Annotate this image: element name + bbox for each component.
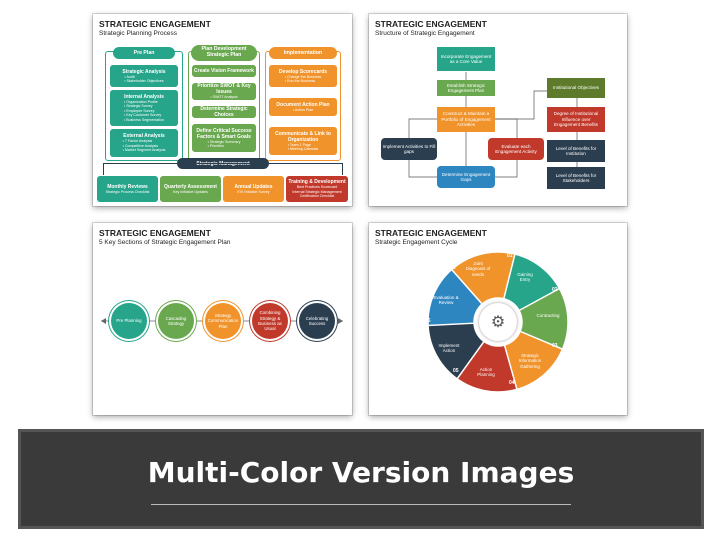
create-vision-label: Create Vision Framework — [194, 68, 254, 74]
institutional-objectives-box: Institutional Objectives — [547, 78, 605, 98]
slide-subtitle: 5 Key Sections of Strategic Engagement P… — [99, 239, 231, 246]
strategic-analysis-label: Strategic Analysis — [122, 68, 166, 75]
step-label: Pre Planning — [116, 318, 142, 324]
step-celebrating: Celebrating Success — [299, 303, 335, 339]
cycle-segment — [450, 251, 516, 306]
document-plan-label: Document Action Plan — [276, 101, 330, 108]
training-box: Training & Development Best Practices Sc… — [286, 176, 348, 202]
communicate-label: Communicate & Link to Organization — [275, 130, 331, 143]
slide-title: STRATEGIC ENGAGEMENT — [99, 228, 211, 238]
step-cascading: Cascading Strategy — [158, 303, 194, 339]
step-communication: Strategy Communication Plan — [205, 303, 241, 339]
strategic-analysis-items: • Audit • Stakeholder Objectives — [124, 74, 164, 83]
cycle-label-03: Strategic Information Gathering — [518, 352, 542, 369]
cycle-label-05: Implement Action — [438, 342, 460, 353]
cycle-label-01: Gaining Entry — [517, 271, 533, 282]
define-critical-label: Define Critical Success Factors & Smart … — [196, 127, 252, 140]
implement-box: Implement Activities to Fill gaps — [381, 138, 437, 160]
plan-dev-header: Plan Development Strategic Plan — [191, 45, 257, 61]
define-critical-items: • Strategic Summary • Priorities — [207, 139, 241, 148]
evaluate-box: Evaluate each Engagement Activity — [488, 138, 544, 160]
prioritize-box: Prioritize SWOT & Key Issues • SWOT Anal… — [192, 83, 256, 100]
cycle-num-05: 05 — [453, 368, 459, 374]
step-label: Combining Strategy & Business as Usual — [258, 310, 282, 332]
create-vision-box: Create Vision Framework — [192, 65, 256, 77]
annual-box: Annual Updates EVI Initiative Survey — [223, 176, 284, 202]
prioritize-label: Prioritize SWOT & Key Issues — [197, 83, 251, 96]
cycle-label-06: Evaluation & Review — [433, 294, 459, 305]
cycle-num-07: 07 — [451, 265, 457, 271]
step-pre-planning: Pre Planning — [111, 303, 147, 339]
monthly-review-items: Strategic Process Checklist — [105, 189, 150, 194]
management-frame-line — [103, 163, 343, 175]
slide-five-key-sections[interactable]: STRATEGIC ENGAGEMENT 5 Key Sections of S… — [93, 223, 352, 415]
step-label: Strategy Communication Plan — [207, 313, 239, 329]
annual-items: EVI Initiative Survey — [237, 189, 270, 194]
slide-subtitle: Strategic Planning Process — [99, 30, 178, 37]
implementation-header: Implementation — [269, 47, 337, 59]
external-analysis-label: External Analysis — [123, 133, 165, 140]
training-label: Training & Development — [288, 179, 346, 186]
cycle-num-03: 03 — [552, 343, 558, 349]
cycle-label-02: Contracting — [536, 313, 560, 319]
define-critical-box: Define Critical Success Factors & Smart … — [192, 124, 256, 152]
level-stakeholders-box: Level of Benefits for Stakeholders — [547, 167, 605, 189]
monthly-review-box: Monthly Reviews Strategic Process Checkl… — [97, 176, 158, 202]
develop-scorecards-items: • Change the Business • Run the Business — [284, 74, 322, 83]
slide-title: STRATEGIC ENGAGEMENT — [99, 19, 211, 29]
develop-scorecards-label: Develop Scorecards — [278, 68, 328, 75]
document-plan-box: Document Action Plan • Action Plan — [269, 98, 337, 116]
pre-plan-header: Pre Plan — [113, 47, 175, 59]
slide-title: STRATEGIC ENGAGEMENT — [375, 228, 487, 238]
level-institution-box: Level of Benefits for Institution — [547, 140, 605, 162]
strategic-analysis-box: Strategic Analysis • Audit • Stakeholder… — [110, 65, 178, 87]
determine-choices-label: Determine Strategic Choices — [200, 106, 248, 118]
cycle-num-02: 02 — [552, 287, 558, 293]
multi-color-banner: Multi-Color Version Images — [21, 432, 701, 526]
internal-analysis-box: Internal Analysis • Organization Profile… — [110, 90, 178, 126]
step-combining: Combining Strategy & Business as Usual — [252, 303, 288, 339]
quarterly-box: Quarterly Assessment Key Initiative Upda… — [160, 176, 221, 202]
cycle-num-06: 06 — [425, 318, 431, 324]
communicate-box: Communicate & Link to Organization • Tea… — [269, 127, 337, 155]
slide-strategic-planning-process[interactable]: STRATEGIC ENGAGEMENT Strategic Planning … — [93, 14, 352, 206]
cycle-center: ⚙ — [479, 303, 517, 341]
quarterly-label: Quarterly Assessment — [164, 183, 217, 190]
incorporate-box: Incorporate Engagement as a Core Value — [437, 47, 495, 71]
prioritize-items: • SWOT Analysis — [210, 95, 238, 100]
cycle-num-04: 04 — [509, 380, 515, 386]
internal-analysis-items: • Organization Profile • Strategic Surve… — [123, 99, 164, 122]
step-label: Celebrating Success — [305, 315, 329, 326]
slide-subtitle: Strategic Engagement Cycle — [375, 239, 458, 246]
slide-subtitle: Structure of Strategic Engagement — [375, 30, 475, 37]
step-label: Cascading Strategy — [165, 315, 187, 326]
degree-influence-box: Degree of Institutional Influence over E… — [547, 107, 605, 132]
determine-gaps-box: Determine Engagement Gaps — [437, 166, 495, 188]
document-gear-icon: ⚙ — [490, 314, 506, 331]
communicate-items: • Team 1 Page • Meeting Calendar — [287, 142, 319, 151]
document-plan-items: • Action Plan — [292, 107, 314, 112]
cycle-num-01: 01 — [507, 253, 513, 259]
banner-underline — [151, 504, 571, 505]
banner-title: Multi-Color Version Images — [147, 456, 575, 489]
establish-box: Establish Strategic Engagement Plan — [437, 80, 495, 96]
determine-choices-box: Determine Strategic Choices — [192, 106, 256, 118]
construct-box: Construct & Maintain a Portfolio of Enga… — [437, 107, 495, 132]
develop-scorecards-box: Develop Scorecards • Change the Business… — [269, 65, 337, 87]
external-analysis-box: External Analysis • 7 Factor Analysis • … — [110, 129, 178, 157]
monthly-review-label: Monthly Reviews — [107, 183, 148, 190]
slide-title: STRATEGIC ENGAGEMENT — [375, 19, 487, 29]
cycle-label-07: Joint Diagnosis of needs — [465, 260, 491, 277]
internal-analysis-label: Internal Analysis — [124, 93, 164, 100]
training-items: Best Practices Scorecard Internal Strate… — [292, 185, 342, 199]
annual-label: Annual Updates — [234, 183, 273, 190]
cycle-label-04: Action Planning — [477, 366, 495, 377]
structure-connectors — [408, 72, 578, 178]
cycle-diagram — [427, 251, 569, 393]
external-analysis-items: • 7 Factor Analysis • Competitive Analys… — [122, 139, 166, 153]
slide-engagement-cycle[interactable]: STRATEGIC ENGAGEMENT Strategic Engagemen… — [369, 223, 627, 415]
slide-structure-of-engagement[interactable]: STRATEGIC ENGAGEMENT Structure of Strate… — [369, 14, 627, 206]
quarterly-items: Key Initiative Updates — [173, 189, 208, 194]
